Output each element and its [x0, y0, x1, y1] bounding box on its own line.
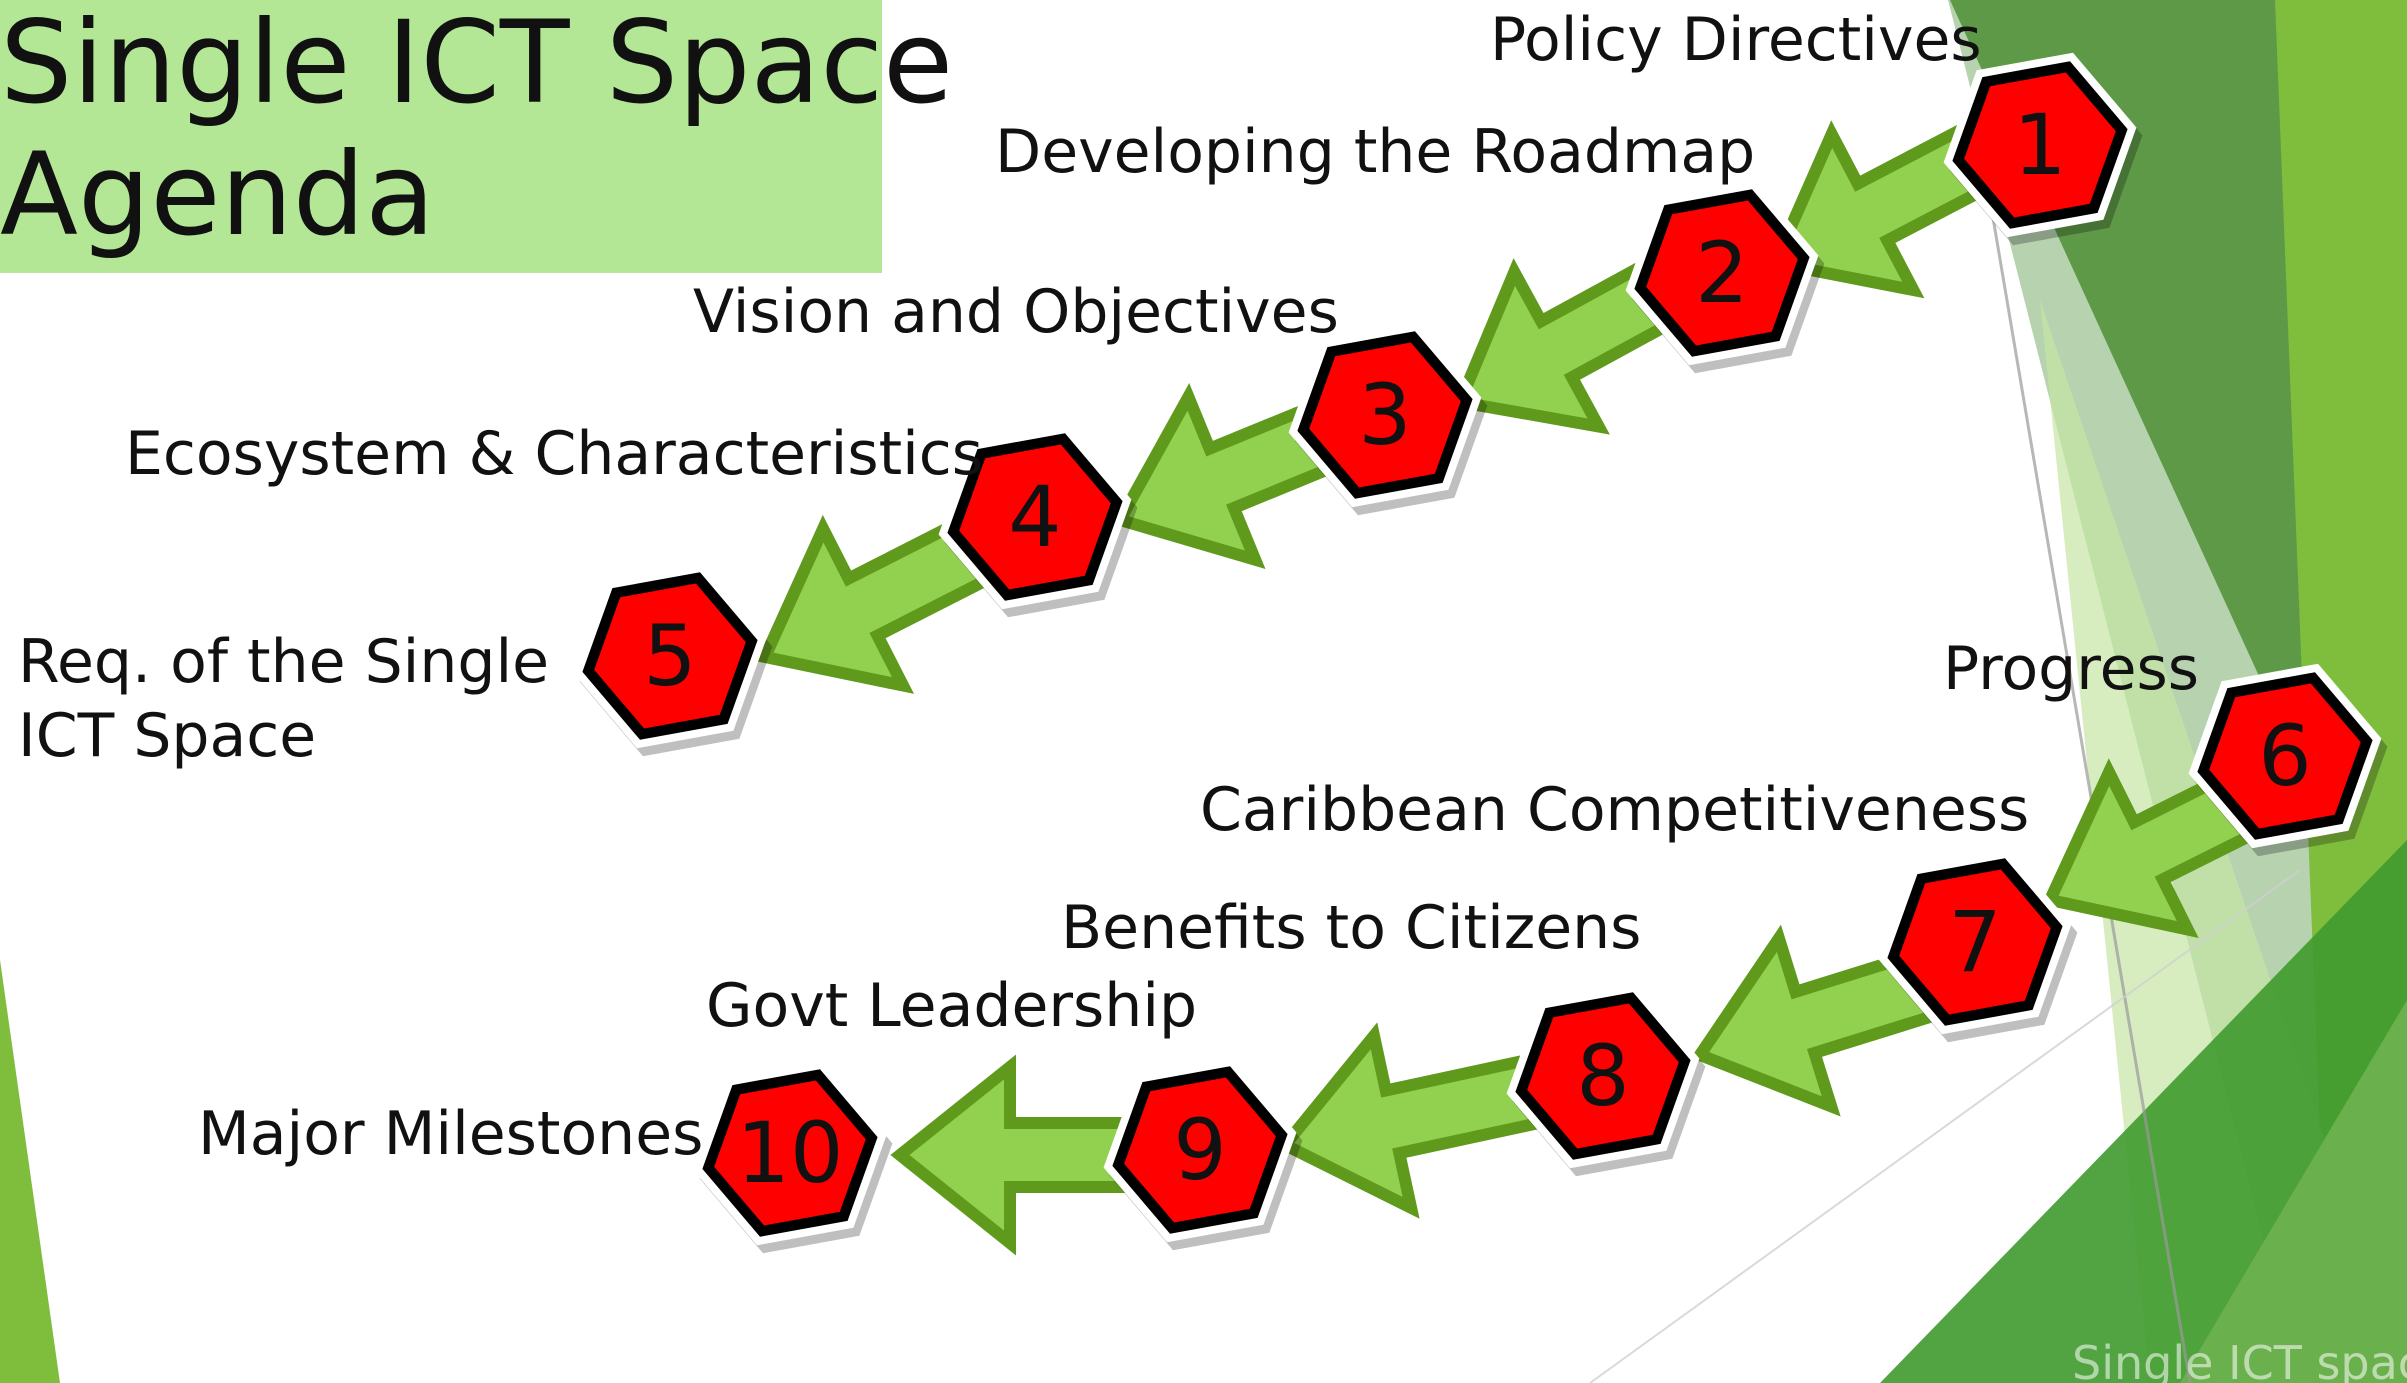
- step-5-hexagon: 5: [573, 563, 773, 757]
- step-5-label-line-2: ICT Space: [18, 701, 317, 771]
- arrow-7: [1275, 1022, 1554, 1219]
- step-10-number: 10: [737, 1104, 844, 1202]
- arrow-8: [890, 1054, 1146, 1256]
- title-box: Single ICT Space Agenda: [0, 0, 953, 273]
- step-3-hexagon: 3: [1288, 322, 1488, 516]
- step-9-number: 9: [1173, 1101, 1226, 1199]
- step-4-hexagon: 4: [938, 424, 1138, 618]
- step-10-label: Major Milestones: [198, 1099, 704, 1169]
- title-line-2: Agenda: [0, 128, 435, 261]
- step-9-label: Govt Leadership: [706, 971, 1198, 1041]
- step-4-number: 4: [1008, 468, 1061, 566]
- step-8-label: Benefits to Citizens: [1061, 893, 1642, 963]
- step-2-hexagon: 2: [1625, 180, 1825, 374]
- arrow-6: [1690, 924, 1943, 1117]
- step-5-label-line-1: Req. of the Single: [18, 627, 550, 697]
- step-1-label: Policy Directives: [1490, 5, 1982, 75]
- step-6-number: 6: [2258, 707, 2311, 805]
- title-line-1: Single ICT Space: [0, 0, 954, 129]
- step-7-hexagon: 7: [1878, 849, 2078, 1043]
- step-8-hexagon: 8: [1506, 983, 1706, 1177]
- step-9-hexagon: 9: [1103, 1057, 1303, 1251]
- arrow-4: [756, 508, 1008, 694]
- step-5-number: 5: [643, 607, 696, 705]
- arrow-5: [2041, 758, 2263, 938]
- step-1-hexagon: 1: [1943, 52, 2143, 246]
- step-4-label: Ecosystem & Characteristics: [125, 419, 984, 489]
- arrow-3: [1111, 382, 1340, 569]
- step-7-number: 7: [1948, 893, 2001, 991]
- step-3-number: 3: [1358, 366, 1411, 464]
- footer-text: Single ICT space: [2072, 1336, 2407, 1383]
- step-6-label: Progress: [1943, 634, 2200, 704]
- step-8-number: 8: [1576, 1027, 1629, 1125]
- step-10-hexagon: 10: [693, 1060, 893, 1254]
- step-2-number: 2: [1695, 224, 1748, 322]
- step-3-label: Vision and Objectives: [693, 277, 1339, 347]
- step-1-number: 1: [2013, 96, 2066, 194]
- step-7-label: Caribbean Competitiveness: [1200, 775, 2030, 845]
- step-6-hexagon: 6: [2188, 663, 2388, 857]
- step-2-label: Developing the Roadmap: [995, 117, 1756, 187]
